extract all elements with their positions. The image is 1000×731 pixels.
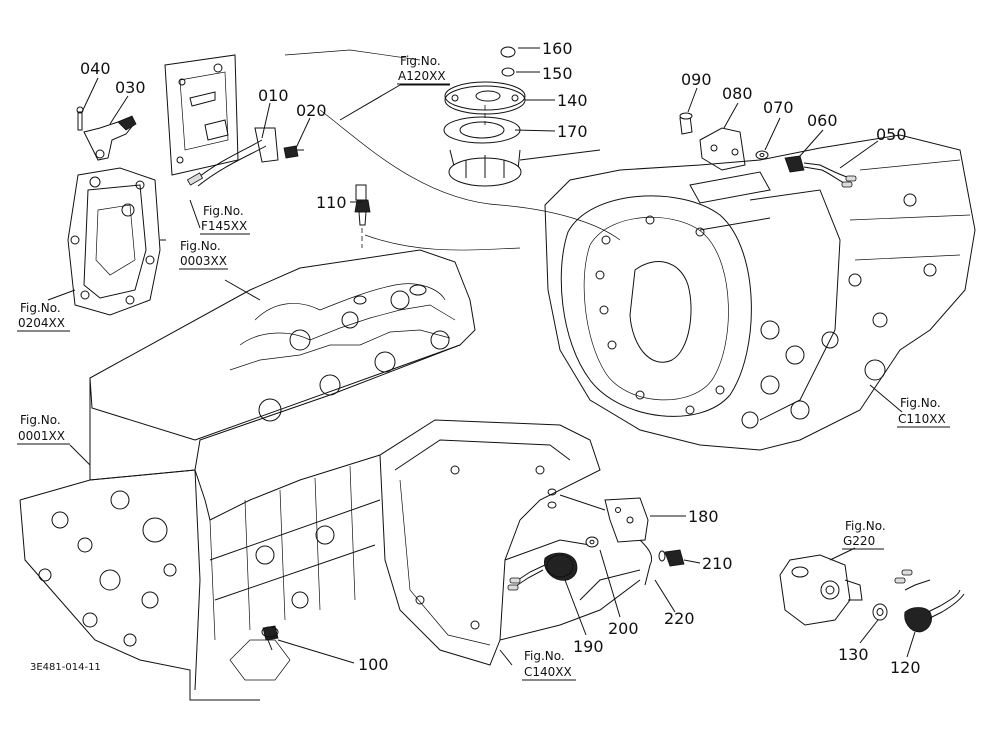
part-label-190: 190 [573,637,604,656]
fig-ref-a120-code: A120XX [398,69,446,83]
fig-ref-a120: Fig.No. A120XX [397,54,450,85]
leader-lines [47,47,916,666]
part-label-140: 140 [557,91,588,110]
svg-text:Fig.No.: Fig.No. [203,204,244,218]
part-label-060: 060 [807,111,838,130]
fig-ref-c110: Fig.No. C110XX [897,396,950,428]
part-label-160: 160 [542,39,573,58]
part-label-210: 210 [702,554,733,573]
fig-ref-0003: Fig.No. 0003XX [179,239,228,270]
part-label-070: 070 [763,98,794,117]
svg-text:Fig.No.: Fig.No. [524,649,565,663]
fig-ref-0204: Fig.No. 0204XX [17,301,70,332]
fig-ref-c140-code: C140XX [524,665,572,679]
svg-text:Fig.No.: Fig.No. [845,519,886,533]
fig-ref-0204-code: 0204XX [18,316,65,330]
fig-ref-f145: Fig.No. F145XX [200,204,250,235]
fig-ref-g220-code: G220 [843,534,875,548]
part-label-100: 100 [358,655,389,674]
svg-text:Fig.No.: Fig.No. [20,301,61,315]
part-label-170: 170 [557,122,588,141]
part-label-020: 020 [296,101,327,120]
part-030-sensor-illustration [76,106,137,161]
part-140-170-assembly-illustration [443,46,601,187]
part-050-090-switch-illustration [679,112,857,188]
part-label-220: 220 [664,609,695,628]
fig-ref-c110-code: C110XX [898,412,946,426]
svg-text:Fig.No.: Fig.No. [180,239,221,253]
fig-ref-g220: Fig.No. G220 [842,519,886,550]
part-label-200: 200 [608,619,639,638]
part-label-050: 050 [876,125,907,144]
part-100-switch-illustration [261,625,279,651]
transmission-cover-illustration [379,419,641,666]
svg-text:Fig.No.: Fig.No. [20,413,61,427]
part-label-180: 180 [688,507,719,526]
connecting-outline-lines [284,49,621,251]
part-label-080: 080 [722,84,753,103]
part-label-130: 130 [838,645,869,664]
part-010-bracket-illustration [164,54,304,187]
part-number-labels: 040 030 010 020 110 160 150 140 170 090 … [80,39,921,677]
part-label-010: 010 [258,86,289,105]
part-180-220-illustration [507,488,685,591]
fig-ref-0001-code: 0001XX [18,429,65,443]
part-120-130-illustration [779,554,965,633]
drawing-code: 3E481-014-11 [30,662,101,673]
fig-ref-0001: Fig.No. 0001XX [17,413,70,445]
part-110-temp-sensor-illustration [354,184,371,248]
svg-text:Fig.No.: Fig.No. [900,396,941,410]
front-cover-illustration [67,167,166,316]
engine-block-illustration [19,249,476,701]
part-label-090: 090 [681,70,712,89]
fig-ref-0003-code: 0003XX [180,254,227,268]
figure-reference-labels: Fig.No. A120XX Fig.No. F145XX Fig.No. 00… [17,54,950,681]
part-label-030: 030 [115,78,146,97]
fig-ref-f145-code: F145XX [201,219,247,233]
fig-ref-c140: Fig.No. C140XX [522,649,576,681]
part-label-110: 110 [316,193,347,212]
flywheel-housing-illustration [544,134,976,451]
part-label-120: 120 [890,658,921,677]
part-label-150: 150 [542,64,573,83]
svg-text:Fig.No.: Fig.No. [400,54,441,68]
part-label-040: 040 [80,59,111,78]
